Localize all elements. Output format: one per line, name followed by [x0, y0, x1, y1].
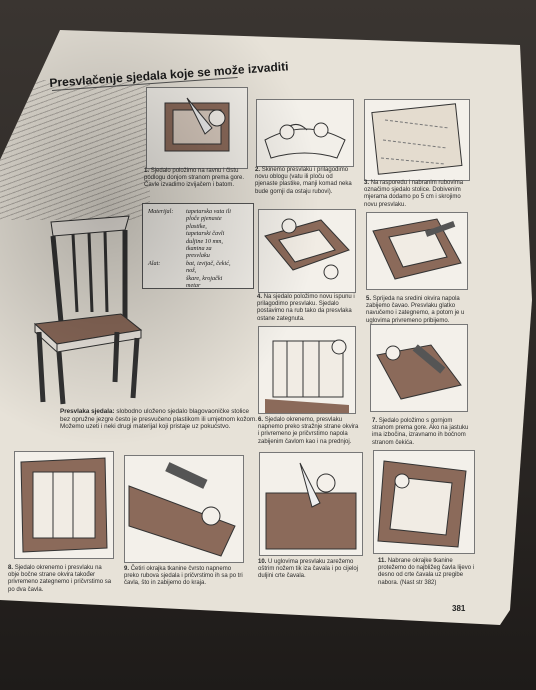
materials-label: Materijal: [148, 208, 174, 215]
step-9-caption: 9. Četiri okrajka tkanine čvrsto napnemo… [124, 566, 243, 587]
step-8-caption: 8. Sjedalo okrenemo i presvlaku na obje … [8, 565, 112, 593]
step-10-illustration [259, 452, 363, 556]
step-11-caption: 11. Nabrane okrajke tkanine protežemo do… [378, 558, 475, 586]
step-2-illustration [256, 99, 354, 167]
step-1-illustration [146, 87, 248, 169]
step-7-caption: 7. Sjedalo položimo s gornjom stranom pr… [372, 418, 469, 446]
step-5-illustration [366, 212, 468, 290]
step-4-illustration [258, 209, 356, 293]
step-11-illustration [373, 450, 475, 554]
step-8-illustration [14, 451, 114, 559]
chair-caption: Presvlaka sjedala: slobodno uloženo sjed… [60, 408, 258, 431]
step-9-illustration [124, 455, 244, 563]
chair-illustration [29, 212, 144, 407]
step-4-caption: 4. Na sjedalo položimo novu ispunu i pri… [257, 294, 355, 322]
step-1-caption: 1. Sjedalo položimo na ravnu i čistu pod… [144, 168, 245, 189]
step-5-caption: 5. Sprijeda na sredini okvira napola zab… [366, 296, 465, 324]
bleed-through-text [0, 80, 150, 220]
tools-label: Alat: [148, 259, 161, 267]
materials-list: tapetarska vata ili ploče pjenaste plast… [186, 208, 232, 260]
materials-box: Materijal: tapetarska vata ili ploče pje… [142, 203, 254, 289]
step-10-caption: 10. U uglovima presvlaku zarežemo oštrim… [258, 559, 359, 580]
tools-list: bat, izvijač, čekić, nož, škare, krojačk… [186, 259, 231, 290]
page-number: 381 [452, 604, 466, 613]
step-3-caption: 3. Na rasporedu i nabranim rubovima ozna… [364, 180, 464, 208]
step-6-caption: 6. Sjedalo okrenemo, presvlaku napnemo p… [258, 417, 359, 445]
step-3-illustration [364, 99, 470, 181]
page-heading: Presvlačenje sjedala koje se može izvadi… [49, 59, 289, 90]
step-7-illustration [370, 324, 468, 412]
step-6-illustration [258, 326, 356, 414]
step-2-caption: 2. Skinemo presvlaku i prilagodimo novu … [255, 167, 352, 195]
